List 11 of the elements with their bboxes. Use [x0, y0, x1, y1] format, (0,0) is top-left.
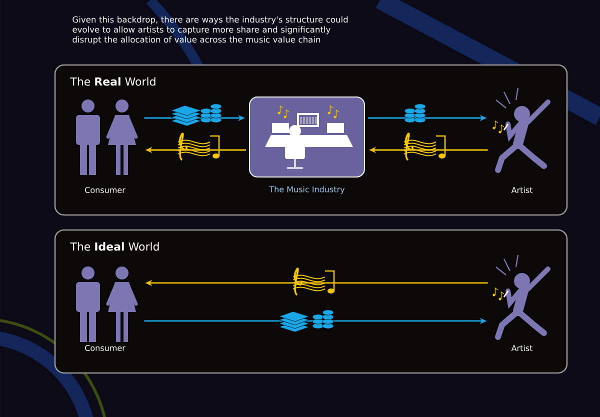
node-label: Artist — [511, 186, 533, 194]
title: Given this backdrop, there are ways the industry's structure could evolve to allow artists to capture more share and significantly disrupt the allocation of value across the music value chain — [72, 16, 348, 44]
node-label: Consumer — [85, 344, 126, 352]
node-label: Artist — [511, 344, 533, 352]
person-figure: Consumer — [76, 100, 138, 193]
node-label: Consumer — [85, 186, 126, 194]
node-label: The Music Industry — [269, 186, 345, 194]
person-figure: Artist — [492, 88, 550, 194]
person-figure: Artist — [492, 254, 550, 352]
studio-box: The Music Industry — [249, 96, 365, 194]
person-figure: Consumer — [76, 266, 138, 351]
